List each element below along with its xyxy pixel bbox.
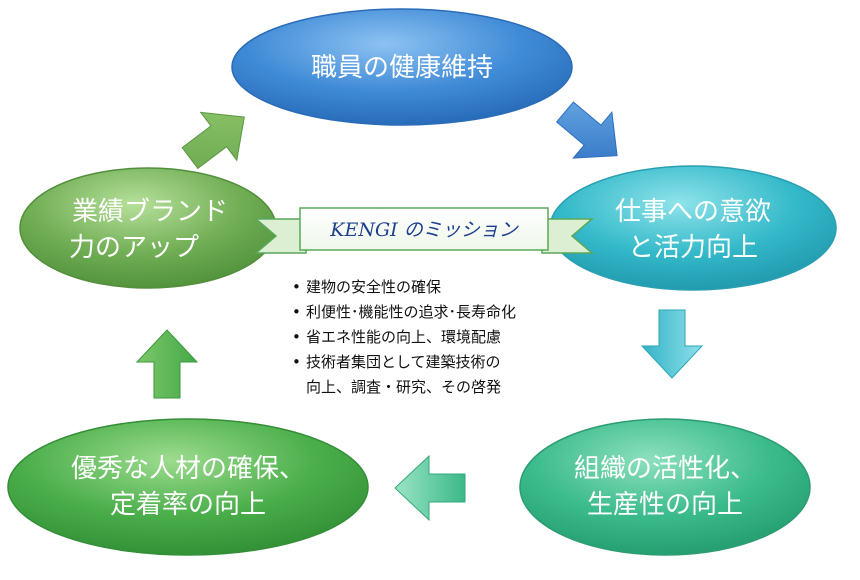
arrow-motivation-to-organization [640,309,704,379]
node-motivation: 仕事への意欲 と活力向上 [549,165,837,291]
banner-title: KENGI のミッション [329,219,518,241]
arrow-brand-to-health [181,111,245,170]
mission-item: 利便性･機能性の追求･長寿命化 [292,300,516,325]
node-organization-label-line2: 生産性の向上 [587,490,743,520]
mission-item-continuation: 向上、調査・研究、その啓発 [306,378,502,396]
node-brand-label-line2: 力のアップ [69,233,199,263]
mission-item: 技術者集団として建築技術の [292,350,516,375]
node-motivation-label-line1: 仕事への意欲 [615,197,771,227]
mission-item: 建物の安全性の確保 [292,275,516,300]
node-health: 職員の健康維持 [231,8,573,126]
node-motivation-label-line2: と活力向上 [628,233,758,263]
node-organization: 組織の活性化、 生産性の向上 [519,418,811,556]
arrow-talent-to-brand [135,329,199,399]
mission-item: 省エネ性能の向上、環境配慮 [292,325,516,350]
node-organization-label-line1: 組織の活性化、 [574,454,756,484]
arrow-health-to-motivation [555,101,618,159]
banner-left-tail [253,218,307,254]
node-brand-label-line1: 業績ブランド [72,197,228,227]
node-health-label: 職員の健康維持 [311,53,493,83]
mission-list: 建物の安全性の確保 利便性･機能性の追求･長寿命化 省エネ性能の向上、環境配慮 … [292,275,516,400]
mission-banner: KENGI のミッション [253,207,595,254]
arrow-organization-to-talent [394,454,466,522]
node-brand: 業績ブランド 力のアップ [19,167,277,289]
banner-body [299,207,549,251]
node-talent-label-line1: 優秀な人材の確保、 [71,454,305,484]
node-talent: 優秀な人材の確保、 定着率の向上 [7,418,369,556]
node-talent-label-line2: 定着率の向上 [110,490,266,520]
